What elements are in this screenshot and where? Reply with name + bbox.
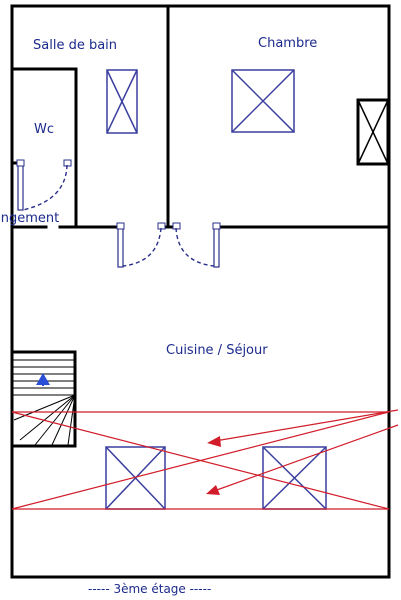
roof-beams	[11, 409, 399, 510]
floor-label: ----- 3ème étage -----	[88, 582, 211, 596]
arrow-lower	[206, 424, 399, 495]
staircase	[10, 350, 77, 448]
windows	[105, 69, 390, 510]
window-side	[356, 98, 390, 166]
walls	[10, 4, 391, 579]
window-living-left	[105, 446, 166, 510]
door-wc	[16, 159, 72, 211]
room-label-wc: Wc	[34, 122, 54, 137]
window-bedroom	[231, 69, 295, 133]
room-label-bathroom: Salle de bain	[33, 38, 117, 53]
window-living-right	[262, 446, 327, 510]
room-label-storage: Rangement	[0, 211, 59, 226]
door-bathroom	[116, 222, 166, 268]
doors	[16, 159, 221, 268]
window-bathroom	[106, 69, 138, 134]
door-bedroom	[172, 222, 221, 268]
arrow-upper	[207, 409, 399, 447]
room-label-living: Cuisine / Séjour	[166, 343, 268, 358]
room-label-bedroom: Chambre	[258, 36, 317, 51]
stair-arrow-icon	[36, 373, 50, 385]
